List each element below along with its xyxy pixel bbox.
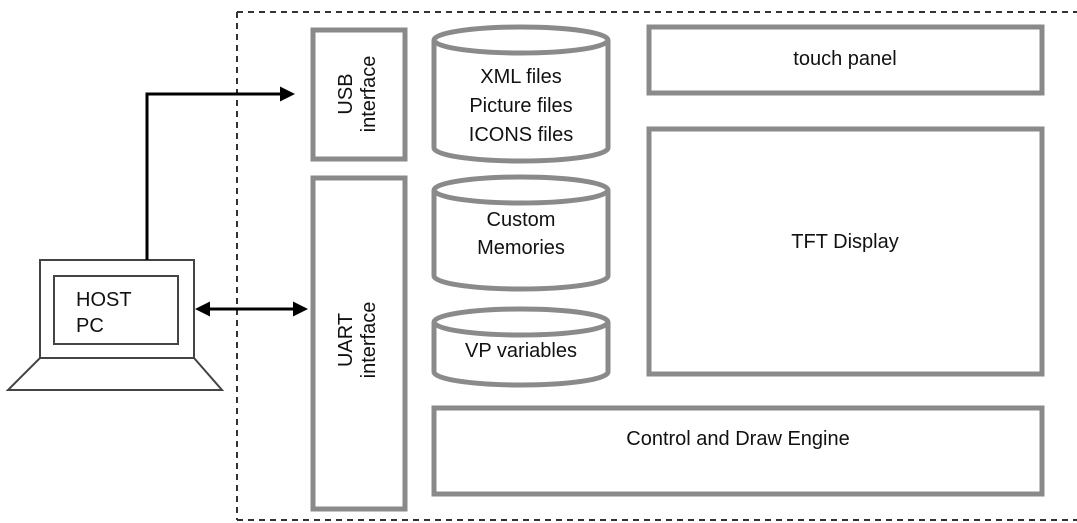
tft-display-box (646, 126, 1045, 377)
custom-memories-cylinder (431, 174, 611, 292)
touch-panel-label: touch panel (793, 48, 896, 70)
uart-interface-label-line2: interface (358, 302, 380, 379)
files-label-xml: XML files (480, 66, 562, 88)
vp-variables-cylinder (431, 306, 611, 388)
host-pc-icon (5, 259, 225, 391)
host-pc-label-line1: HOST (76, 289, 132, 311)
files-storage-cylinder (431, 24, 611, 164)
host-pc-label-line2: PC (76, 315, 104, 337)
control-draw-engine-box (431, 405, 1045, 497)
files-label-icons: ICONS files (469, 124, 573, 146)
usb-interface-box (310, 27, 408, 162)
uart-interface-box (310, 175, 408, 512)
tft-display-label: TFT Display (791, 231, 898, 253)
usb-connection-arrow (145, 86, 295, 260)
touch-panel-box (646, 24, 1045, 96)
custom-memories-label-line1: Custom (487, 209, 556, 231)
system-boundary (236, 11, 1077, 521)
usb-interface-label-line2: interface (358, 56, 380, 133)
custom-memories-label-line2: Memories (477, 237, 565, 259)
uart-interface-label-line1: UART (335, 313, 357, 367)
vp-variables-label: VP variables (465, 340, 577, 362)
usb-interface-label-line1: USB (335, 73, 357, 114)
files-label-picture: Picture files (469, 95, 572, 117)
control-draw-engine-label: Control and Draw Engine (626, 428, 849, 450)
